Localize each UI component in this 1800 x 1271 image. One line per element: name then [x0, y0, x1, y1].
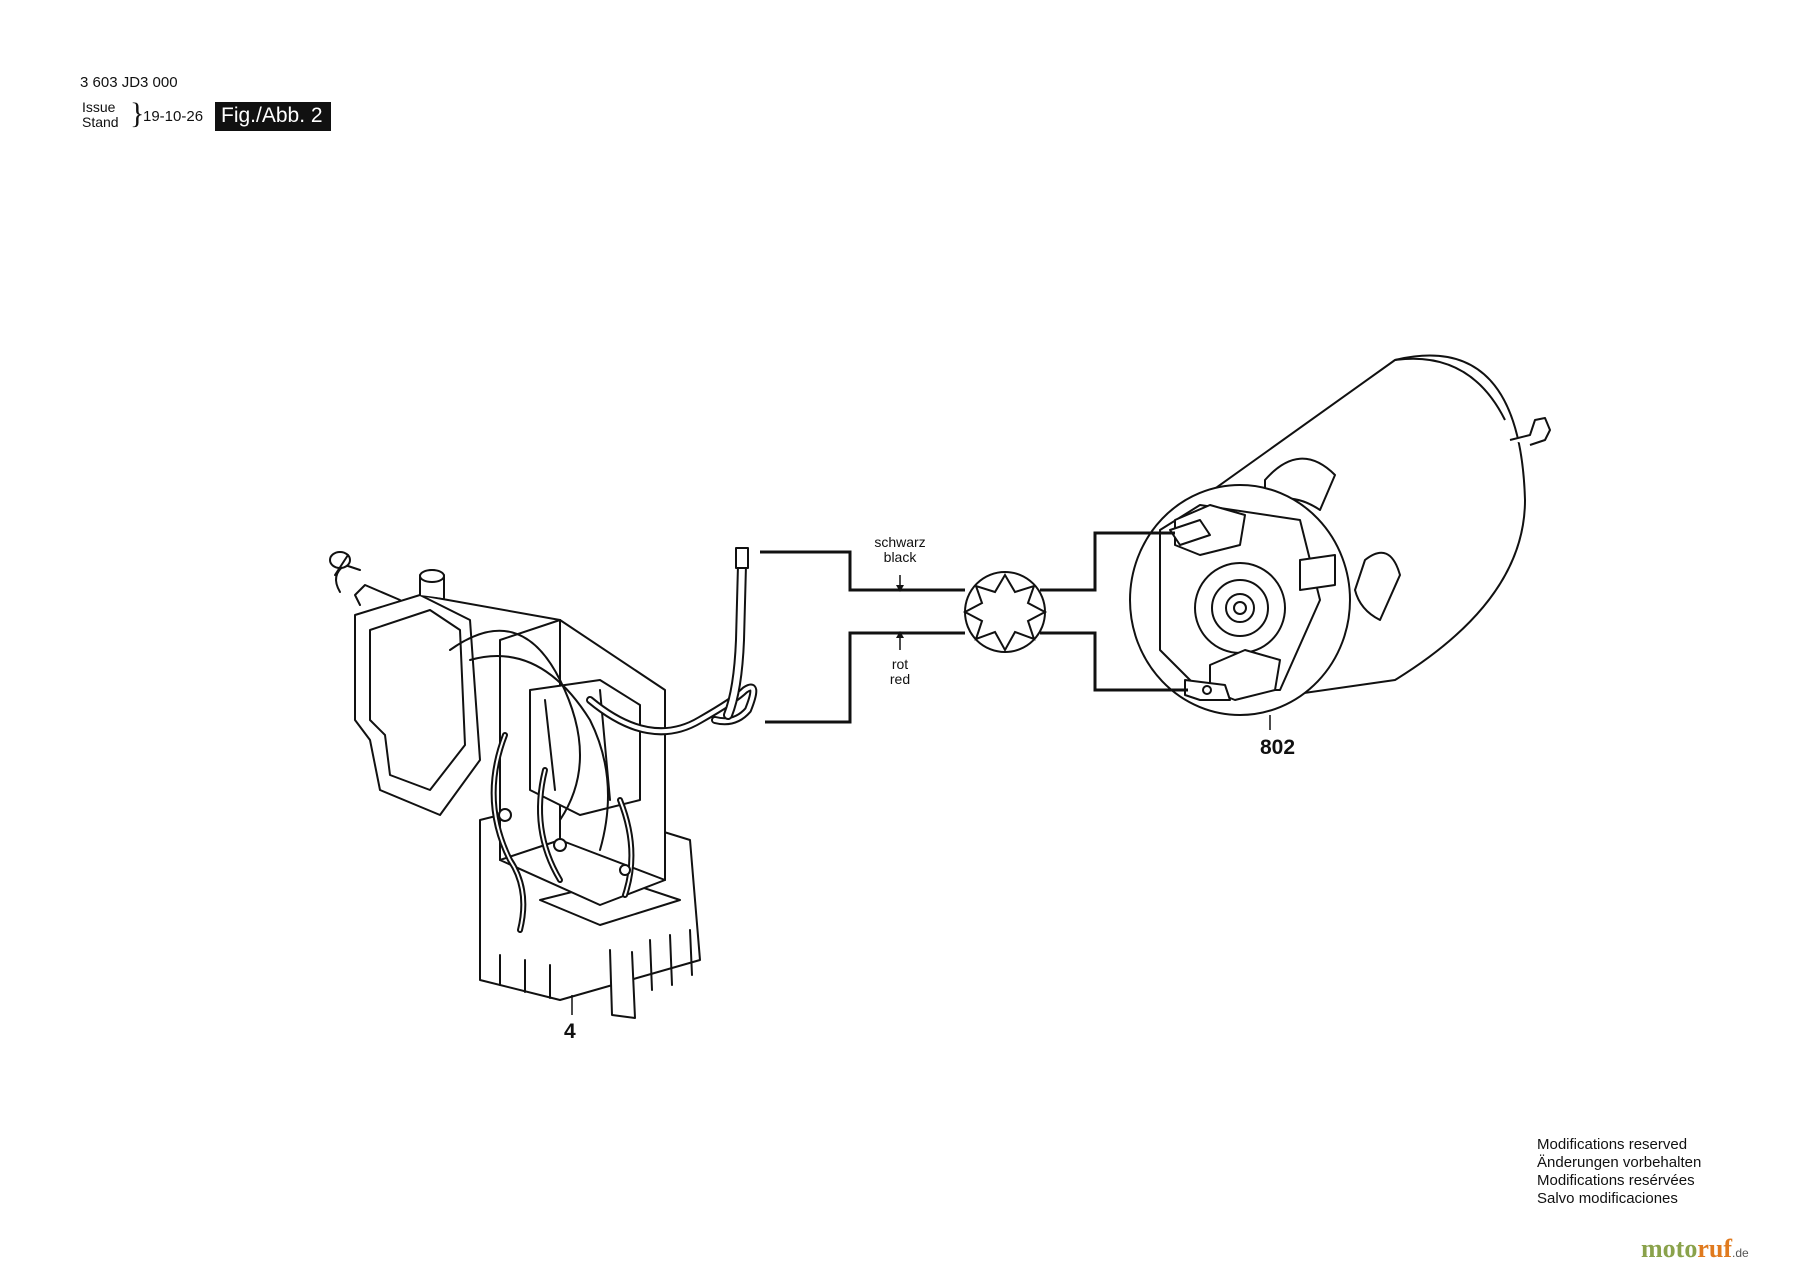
arrow-red	[896, 631, 904, 638]
wire-motor-bottom	[1040, 631, 1188, 692]
wire-label-red: rot red	[860, 657, 940, 687]
wire-label-red-de: rot	[891, 656, 909, 672]
notice-en: Modifications reserved	[1537, 1136, 1688, 1153]
motor	[1129, 354, 1551, 716]
arrow-black	[896, 585, 904, 592]
wire-black	[760, 550, 965, 592]
wire-label-black: schwarz black	[860, 535, 940, 565]
brand-part2: ruf	[1697, 1234, 1732, 1263]
wire-label-black-en: black	[883, 549, 917, 565]
notice-fr: Modifications resérvées	[1537, 1172, 1695, 1189]
issue-brace: }	[130, 97, 145, 130]
issue-label-de: Stand	[82, 114, 119, 130]
issue-label-en: Issue	[82, 99, 116, 115]
notice-de: Änderungen vorbehalten	[1537, 1154, 1702, 1171]
wire-label-black-de: schwarz	[874, 534, 926, 550]
brand-tld: .de	[1732, 1246, 1749, 1260]
part-code: 3 603 JD3 000	[80, 74, 178, 91]
switch-assembly	[329, 547, 758, 1019]
connector-star	[962, 573, 1048, 653]
brand-part1: moto	[1641, 1234, 1698, 1263]
wire-motor-top	[1040, 531, 1175, 592]
part-number-802: 802	[1260, 736, 1296, 759]
issue-label: Issue Stand	[82, 100, 119, 130]
figure-badge: Fig./Abb. 2	[215, 102, 331, 131]
wiring-schematic	[571, 531, 1271, 1015]
brand-watermark: motoruf.de	[1641, 1234, 1749, 1264]
wire-red	[765, 631, 965, 724]
notice-es: Salvo modificaciones	[1537, 1190, 1678, 1207]
issue-date: 19-10-26	[143, 108, 204, 125]
modifications-notice: Modifications reserved Änderungen vorbeh…	[1537, 1136, 1701, 1208]
wire-label-red-en: red	[889, 671, 911, 687]
part-number-4: 4	[564, 1020, 576, 1043]
